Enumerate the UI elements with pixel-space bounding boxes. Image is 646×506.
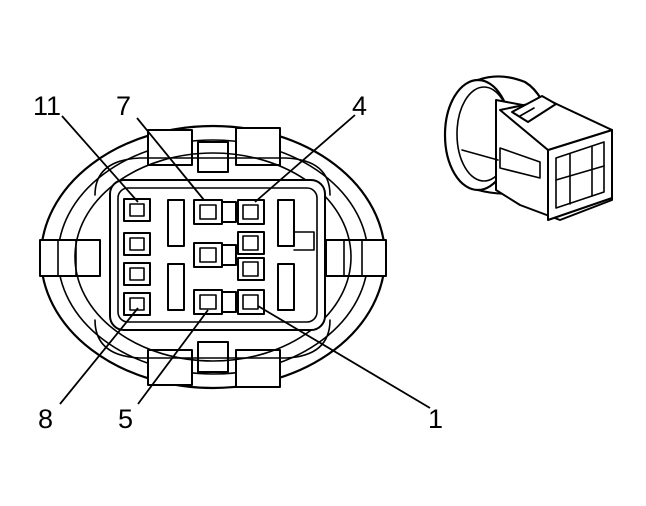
connector-face-view: 11 7 4 8 5 1 [33, 91, 443, 434]
pin-label-11: 11 [33, 91, 61, 121]
connector-isometric-view [443, 75, 613, 221]
leader-line-5 [137, 309, 209, 405]
leader-line-11 [61, 115, 139, 203]
leader-line-4 [254, 114, 356, 203]
terminal-column-left [123, 198, 151, 316]
side-locking-tabs [39, 239, 387, 277]
pin-label-1: 1 [428, 404, 443, 434]
leader-line-7 [136, 117, 205, 201]
pin-label-4: 4 [352, 91, 367, 121]
pin-label-7: 7 [116, 91, 131, 121]
leader-line-8 [59, 307, 139, 405]
pin-label-5: 5 [118, 404, 133, 434]
leader-line-1 [257, 305, 431, 409]
cavity-slots [167, 199, 315, 311]
leader-lines [59, 114, 431, 409]
pin-label-8: 8 [38, 404, 53, 434]
terminal-column-center [193, 199, 265, 315]
